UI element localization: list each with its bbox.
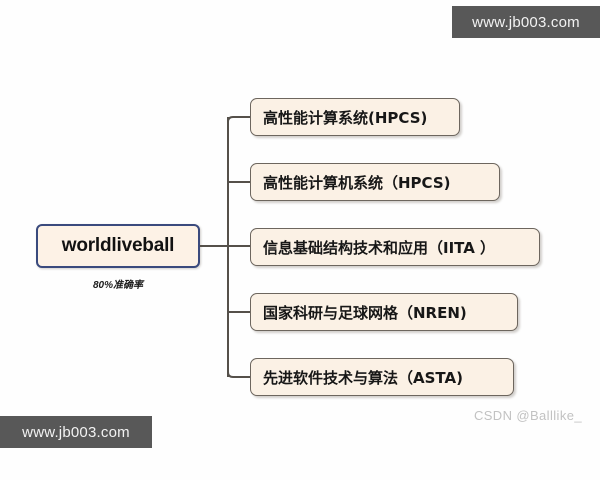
child-node-5[interactable]: 先进软件技术与算法（ASTA) [250, 358, 514, 396]
root-node-label: worldliveball [61, 235, 175, 256]
child-node-4-label: 国家科研与足球网格（NREN) [263, 303, 467, 322]
child-node-1-label: 高性能计算系统(HPCS) [263, 108, 428, 127]
connector-branch-5 [227, 367, 250, 378]
child-node-3[interactable]: 信息基础结构技术和应用（IITA ） [250, 228, 540, 266]
child-node-3-label: 信息基础结构技术和应用（IITA ） [263, 238, 496, 257]
author-credit: CSDN @Balllike_ [473, 408, 582, 423]
root-node[interactable]: worldliveball [36, 224, 200, 268]
child-node-4[interactable]: 国家科研与足球网格（NREN) [250, 293, 518, 331]
child-node-2[interactable]: 高性能计算机系统（HPCS) [250, 163, 500, 201]
watermark-bottom: www.jb003.com [0, 416, 152, 448]
root-node-subtitle: 80%准确率 [92, 280, 143, 291]
child-node-2-label: 高性能计算机系统（HPCS) [263, 173, 451, 192]
connector-branch-1 [227, 116, 250, 127]
child-node-1[interactable]: 高性能计算系统(HPCS) [250, 98, 460, 136]
watermark-top: www.jb003.com [452, 6, 600, 38]
child-node-5-label: 先进软件技术与算法（ASTA) [263, 368, 463, 387]
